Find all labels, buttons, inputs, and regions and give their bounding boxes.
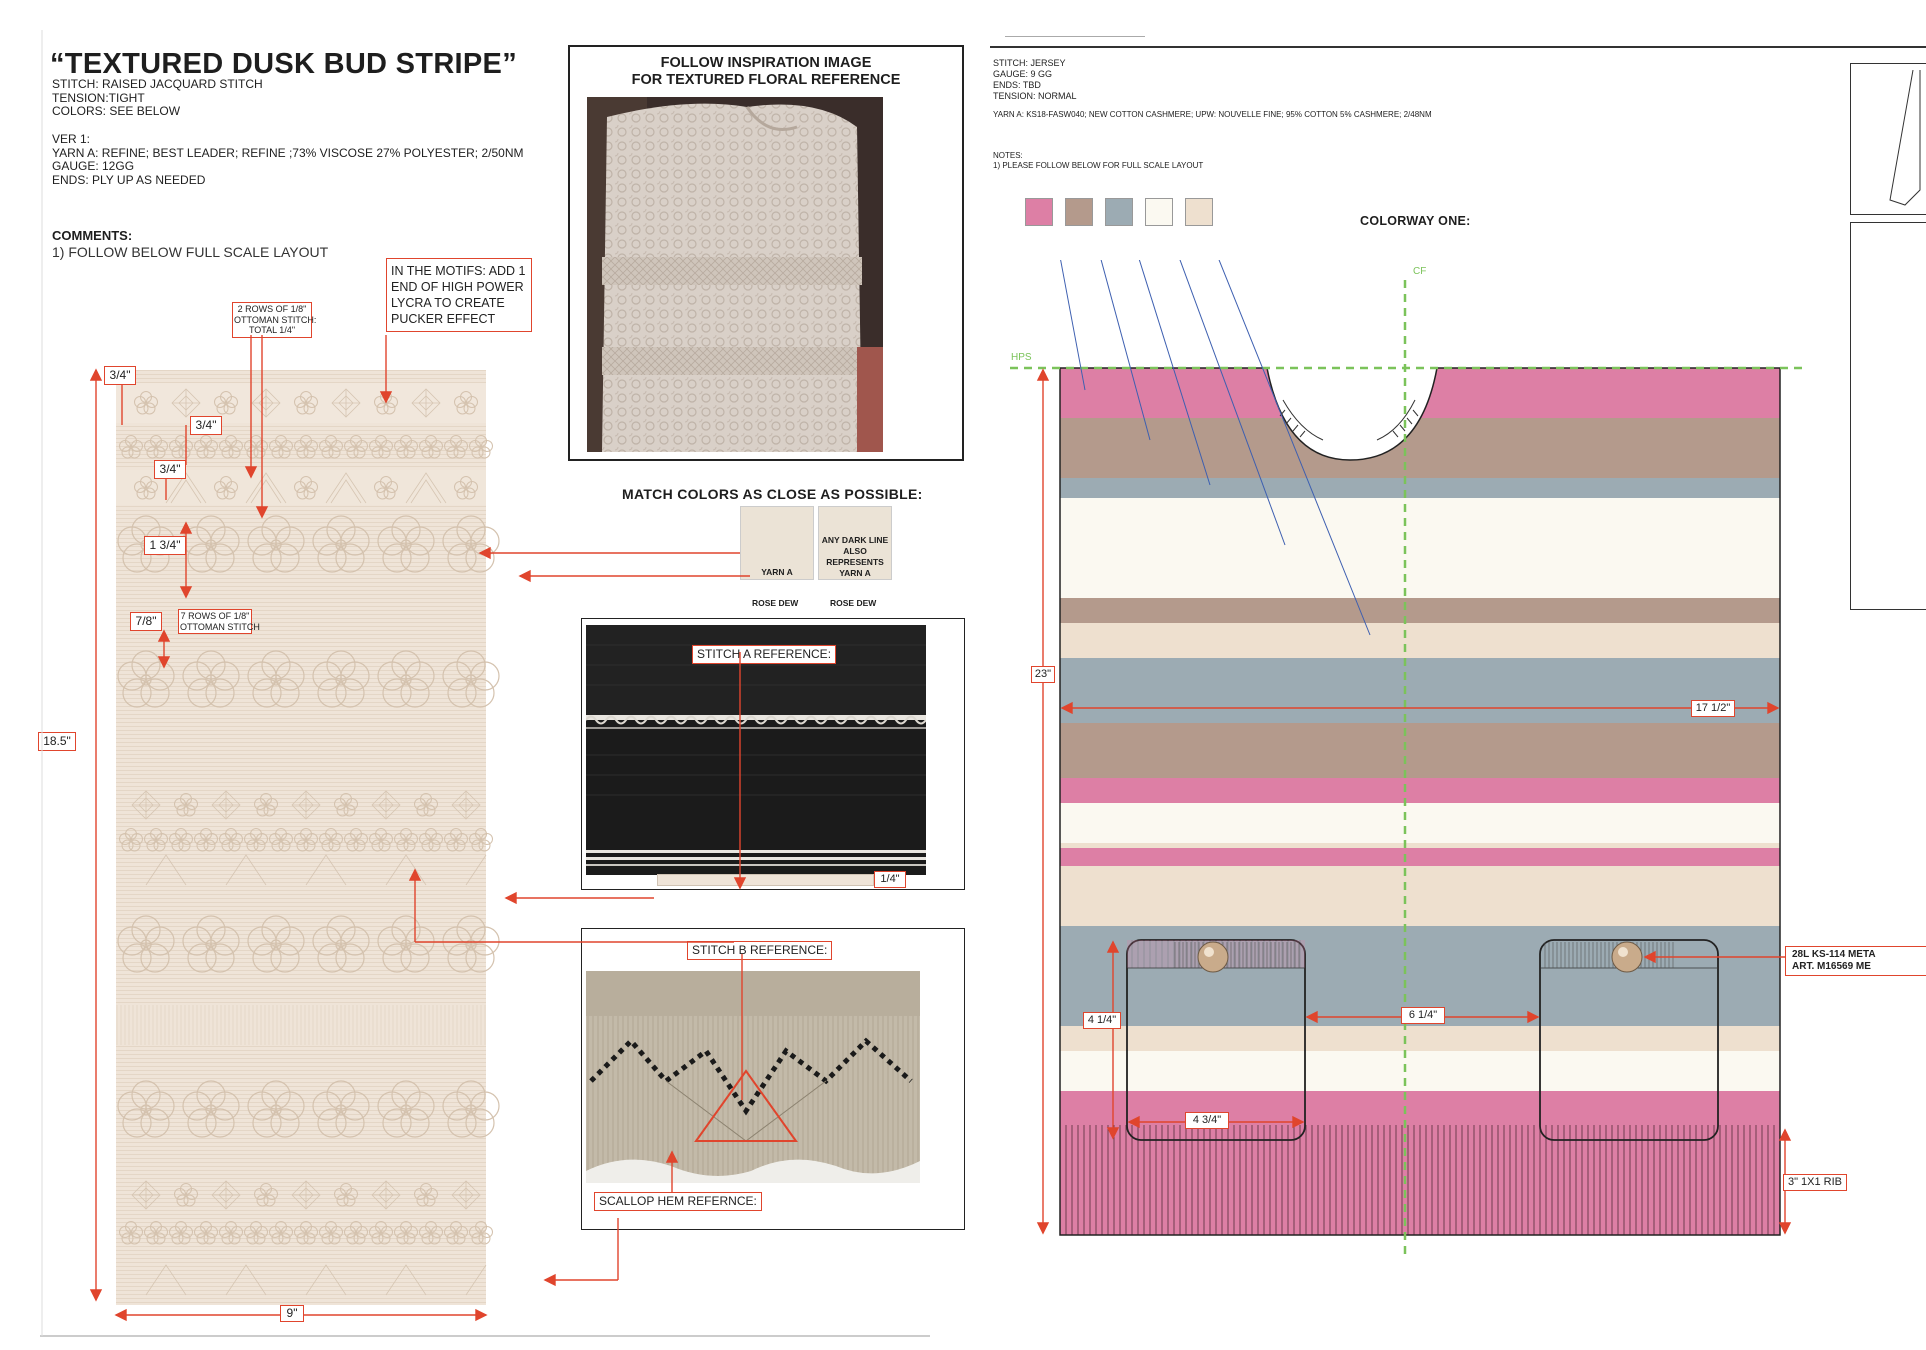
triangle-band-3	[145, 1264, 487, 1296]
ottoman-note-mid: 7 ROWS OF 1/8" OTTOMAN STITCH	[178, 609, 260, 634]
cf-label: CF	[1413, 266, 1427, 277]
flower-band-small	[116, 383, 486, 423]
dim-label: 7/8"	[130, 612, 162, 631]
dim-label: 3/4"	[104, 366, 136, 385]
swatch-blue	[1105, 198, 1133, 226]
inspiration-photo	[587, 97, 883, 452]
dim-label: 3/4"	[190, 416, 222, 435]
spec-line: STITCH: RAISED JACQUARD STITCH	[52, 77, 263, 91]
sleeve-sketch	[1889, 70, 1921, 206]
swatch-taupe	[1065, 198, 1093, 226]
stitch-b-panel: STITCH B REFERENCE: SCALLOP HEM REFERNCE…	[581, 928, 965, 1230]
side-panel-top	[1850, 63, 1926, 215]
scallop-label: SCALLOP HEM REFERNCE:	[594, 1192, 762, 1211]
stitch-a-label: STITCH A REFERENCE:	[692, 645, 837, 664]
right-sheet: STITCH: JERSEY GAUGE: 9 GG ENDS: TBD TEN…	[985, 0, 1926, 1350]
comments-heading: COMMENTS:	[52, 228, 133, 243]
ver-line: YARN A: REFINE; BEST LEADER; REFINE ;73%…	[52, 145, 524, 160]
notes-heading: NOTES:	[993, 151, 1023, 160]
garment-dimension-lines	[1036, 368, 1792, 1235]
stripes	[1060, 368, 1780, 1235]
dim-length-label: 23"	[1031, 666, 1055, 683]
dim-label: 3/4"	[154, 460, 186, 479]
color-swatch-dark-line: ANY DARK LINE ALSO REPRESENTS YARN A	[818, 506, 892, 580]
page-title: “TEXTURED DUSK BUD STRIPE”	[50, 48, 517, 80]
dim-pocket-height-label: 4 1/4"	[1083, 1012, 1121, 1029]
dim-rib-label: 3" 1X1 RIB	[1783, 1174, 1847, 1191]
inspiration-panel: FOLLOW INSPIRATION IMAGE FOR TEXTURED FL…	[568, 45, 964, 461]
stitch-a-photo	[586, 625, 926, 875]
swatch-beige	[1185, 198, 1213, 226]
dim-width-label: 9"	[280, 1305, 304, 1322]
side-panel-mid	[1850, 222, 1926, 610]
garment-drawing	[1010, 260, 1805, 1255]
dim-pocket-width-label: 4 3/4"	[1185, 1112, 1229, 1129]
swatch-name: ROSE DEW	[830, 598, 877, 608]
notes-line: 1) PLEASE FOLLOW BELOW FOR FULL SCALE LA…	[993, 161, 1204, 170]
spec-block: STITCH: RAISED JACQUARD STITCH TENSION:T…	[52, 77, 263, 119]
stitch-a-dim: 1/4"	[874, 871, 906, 888]
ver-line: ENDS: PLY UP AS NEEDED	[52, 172, 206, 187]
ver-line: VER 1:	[52, 132, 91, 146]
triangle-band-2	[145, 854, 487, 886]
pocket-left	[1126, 939, 1306, 1141]
stitch-a-sample	[657, 874, 874, 886]
ottoman-note-top: 2 ROWS OF 1/8" OTTOMAN STITCH: TOTAL 1/4…	[232, 302, 316, 338]
spec-line: COLORS: SEE BELOW	[52, 104, 181, 118]
header-cut-text	[1005, 30, 1145, 37]
ver-line: GAUGE: 12GG	[52, 159, 135, 173]
pocket-right	[1539, 939, 1719, 1141]
fabric-layout-drawing	[89, 335, 500, 1322]
yarn-line: YARN A: KS18-FASW040; NEW COTTON CASHMER…	[993, 110, 1432, 119]
comment-line: 1) FOLLOW BELOW FULL SCALE LAYOUT	[52, 244, 329, 260]
color-pointer-lines	[1060, 260, 1371, 636]
connector-lines	[40, 30, 930, 1337]
swatch-pink	[1025, 198, 1053, 226]
hps-label: HPS	[1011, 352, 1032, 363]
button-note: 28L KS-114 META ART. M16569 ME	[1785, 946, 1926, 976]
header-rule	[990, 46, 1926, 48]
color-swatch-yarn-a: YARN A	[740, 506, 814, 580]
dim-label: 1 3/4"	[144, 536, 186, 555]
left-sheet: “TEXTURED DUSK BUD STRIPE” STITCH: RAISE…	[38, 30, 965, 1340]
stitch-b-label: STITCH B REFERENCE:	[687, 941, 833, 960]
spec-line: TENSION:TIGHT	[52, 90, 145, 105]
version-block: VER 1: YARN A: REFINE; BEST LEADER; REFI…	[52, 132, 524, 187]
inspiration-caption: FOLLOW INSPIRATION IMAGE FOR TEXTURED FL…	[631, 55, 901, 88]
dim-height-label: 18.5"	[38, 732, 76, 751]
match-colors-heading: MATCH COLORS AS CLOSE AS POSSIBLE:	[622, 486, 923, 502]
stitch-a-panel: STITCH A REFERENCE: 1/4"	[581, 618, 965, 890]
swatch-name: ROSE DEW	[752, 598, 799, 608]
swatch-cream	[1145, 198, 1173, 226]
colorway-heading: COLORWAY ONE:	[1360, 214, 1471, 228]
dim-width-label: 17 1/2"	[1691, 700, 1735, 717]
neck-ornament	[1279, 399, 1419, 441]
spec-block: STITCH: JERSEY GAUGE: 9 GG ENDS: TBD TEN…	[993, 58, 1077, 101]
stitch-b-photo	[586, 971, 920, 1183]
dimension-lines	[89, 335, 488, 1322]
motif-note: IN THE MOTIFS: ADD 1 END OF HIGH POWER L…	[386, 258, 532, 332]
dim-pocket-gap-label: 6 1/4"	[1401, 1007, 1445, 1024]
